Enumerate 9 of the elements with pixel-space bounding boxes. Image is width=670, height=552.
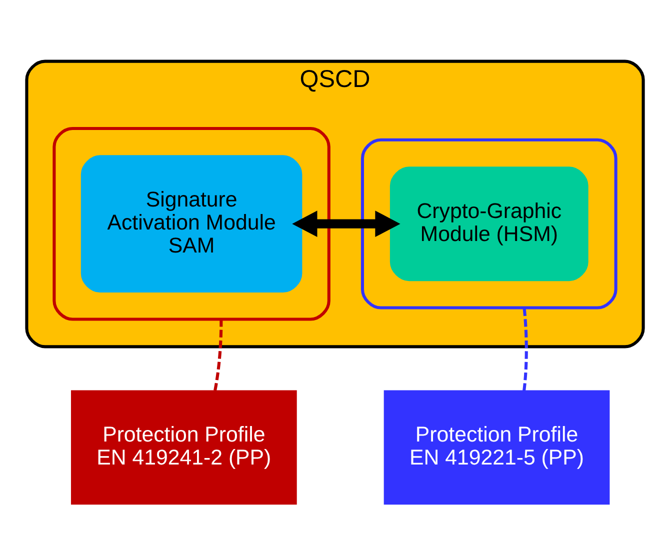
node-box: Crypto-Graphic Module (HSM) [390, 166, 588, 281]
node-box: Signature Activation Module SAM [80, 154, 302, 292]
cluster [360, 138, 618, 309]
node-box: Protection Profile EN 419241-2 (PP) [70, 390, 297, 504]
connector [214, 318, 223, 390]
arrow [292, 210, 400, 237]
connector [522, 307, 528, 390]
node-box: Protection Profile EN 419221-5 (PP) [384, 390, 610, 504]
cluster [52, 126, 330, 320]
